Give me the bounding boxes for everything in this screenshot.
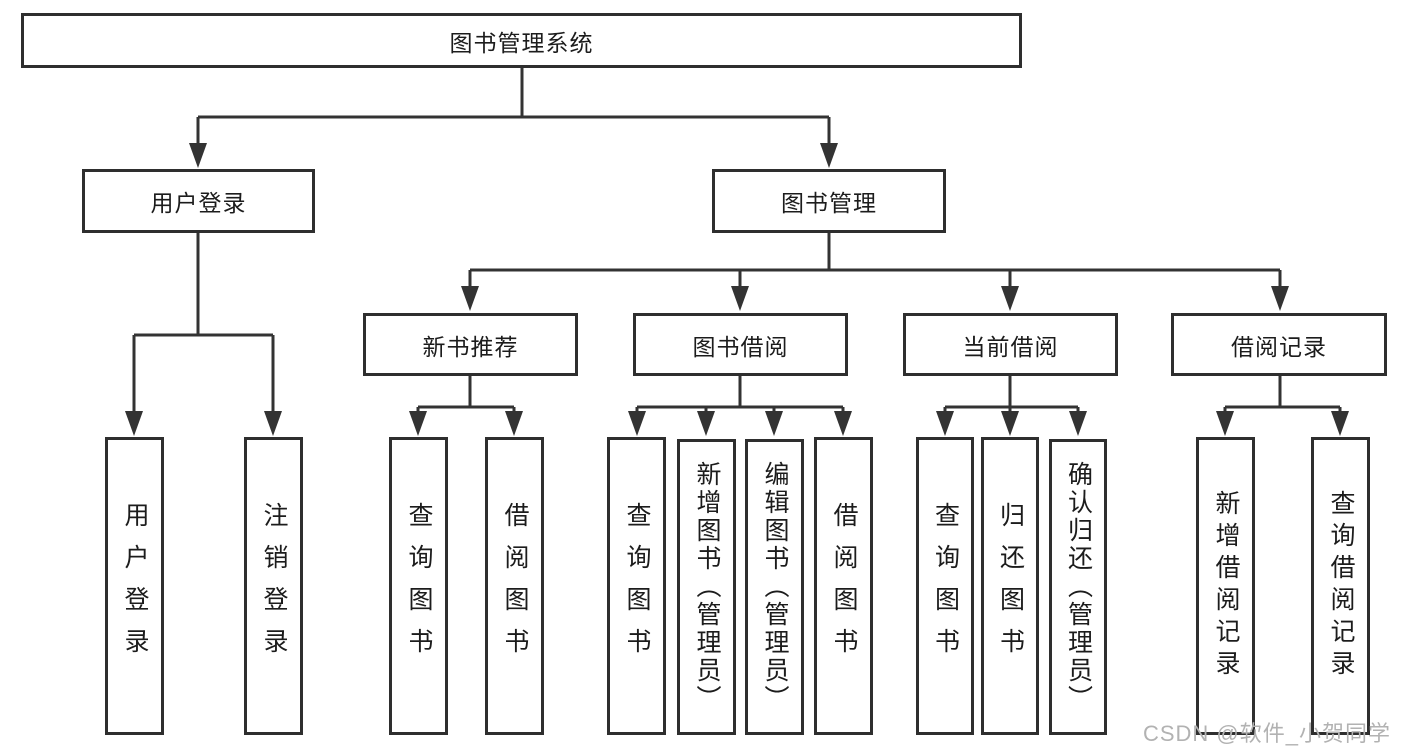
node-book-management: 图书管理: [712, 169, 946, 233]
leaf-label: 查询图书: [931, 502, 960, 670]
leaf-label: 借阅图书: [501, 502, 529, 670]
connector-path: [196, 67, 831, 146]
leaf-label: 编辑图书（管理员）: [761, 461, 789, 713]
node-label: 用户登录: [150, 190, 247, 216]
node-borrowing-records: 借阅记录: [1171, 313, 1387, 376]
csdn-watermark: CSDN @软件_小贺同学: [1142, 721, 1391, 746]
arrowhead-icon: [1331, 411, 1349, 436]
arrowhead-icon: [409, 411, 427, 436]
connector-path: [132, 233, 275, 413]
leaf-label: 新增借阅记录: [1212, 490, 1240, 682]
leaf-borrow-books-1: 借阅图书: [485, 437, 544, 735]
arrowhead-icon: [189, 143, 207, 168]
leaf-edit-books-admin: 编辑图书（管理员）: [745, 439, 804, 735]
arrowhead-icon: [1069, 411, 1087, 436]
arrowhead-icon: [628, 411, 646, 436]
user-login-split-connector: [125, 233, 282, 436]
node-label: 图书管理: [781, 190, 877, 216]
node-label: 新书推荐: [422, 333, 519, 360]
arrowhead-icon: [765, 411, 783, 436]
arrowhead-icon: [1001, 411, 1019, 436]
node-user-login: 用户登录: [82, 169, 315, 233]
arrowhead-icon: [125, 411, 143, 436]
connector-path: [1223, 376, 1342, 413]
leaf-query-books-2: 查询图书: [607, 437, 666, 735]
node-label: 图书借阅: [692, 333, 789, 360]
leaf-add-borrow-record: 新增借阅记录: [1196, 437, 1255, 735]
node-book-borrowing: 图书借阅: [633, 313, 848, 376]
arrowhead-icon: [1271, 286, 1289, 311]
leaf-query-books-1: 查询图书: [389, 437, 448, 735]
newbook-split-connector: [409, 376, 523, 436]
node-new-book-recommend: 新书推荐: [363, 313, 578, 376]
root-split-connector: [189, 67, 838, 168]
connector-path: [943, 376, 1080, 413]
borrow-split-connector: [628, 376, 852, 436]
leaf-borrow-books-2: 借阅图书: [814, 437, 873, 735]
connector-path: [468, 233, 1282, 289]
node-root-system: 图书管理系统: [21, 13, 1022, 68]
leaf-label: 确认归还（管理员）: [1064, 461, 1093, 713]
leaf-label: 用户登录: [121, 502, 149, 670]
leaf-label: 查询图书: [405, 502, 433, 670]
arrowhead-icon: [731, 286, 749, 311]
node-label: 借阅记录: [1231, 333, 1327, 360]
records-split-connector: [1216, 376, 1349, 436]
leaf-label: 借阅图书: [830, 502, 858, 670]
arrowhead-icon: [1216, 411, 1234, 436]
leaf-add-books-admin: 新增图书（管理员）: [677, 439, 736, 735]
leaf-user-login: 用户登录: [105, 437, 164, 735]
connector-path: [635, 376, 845, 413]
arrowhead-icon: [1001, 286, 1019, 311]
leaf-logout: 注销登录: [244, 437, 303, 735]
leaf-label: 新增图书（管理员）: [693, 461, 721, 713]
node-label: 图书管理系统: [449, 29, 594, 56]
arrowhead-icon: [834, 411, 852, 436]
arrowhead-icon: [936, 411, 954, 436]
arrowhead-icon: [264, 411, 282, 436]
leaf-label: 归还图书: [996, 502, 1025, 670]
leaf-label: 注销登录: [260, 502, 288, 670]
arrowhead-icon: [697, 411, 715, 436]
leaf-label: 查询借阅记录: [1327, 490, 1355, 682]
leaf-return-books: 归还图书: [981, 437, 1039, 735]
arrowhead-icon: [461, 286, 479, 311]
leaf-query-books-3: 查询图书: [916, 437, 974, 735]
leaf-query-borrow-record: 查询借阅记录: [1311, 437, 1370, 735]
leaf-confirm-return-admin: 确认归还（管理员）: [1049, 439, 1107, 735]
book-mgmt-split-connector: [461, 233, 1289, 311]
leaf-label: 查询图书: [623, 502, 651, 670]
connector-path: [416, 376, 516, 413]
current-split-connector: [936, 376, 1087, 436]
node-label: 当前借阅: [962, 333, 1059, 360]
node-current-borrowing: 当前借阅: [903, 313, 1118, 376]
arrowhead-icon: [820, 143, 838, 168]
arrowhead-icon: [505, 411, 523, 436]
